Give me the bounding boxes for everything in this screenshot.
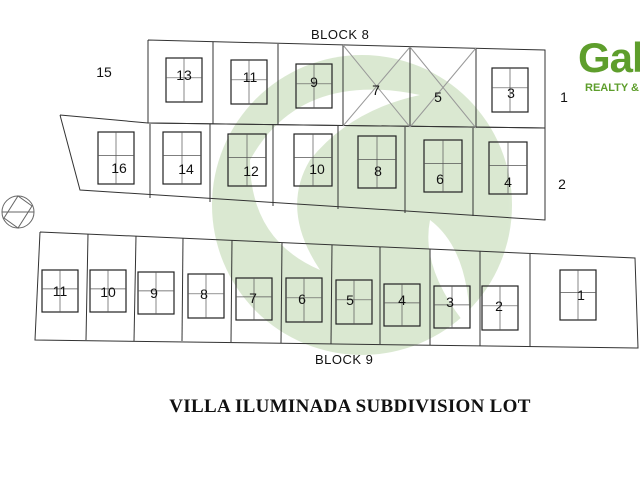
room-partition bbox=[424, 140, 462, 192]
lot-label: 16 bbox=[111, 160, 127, 176]
lot-label: 1 bbox=[577, 287, 585, 303]
block-9-outline bbox=[34, 231, 639, 349]
lot-label: 10 bbox=[309, 161, 325, 177]
room-partition bbox=[434, 286, 470, 328]
block-9-lot-labels: 11 10 9 8 7 6 5 4 3 2 1 bbox=[53, 283, 585, 314]
room-partition bbox=[358, 136, 396, 188]
lot-label: 11 bbox=[53, 283, 68, 299]
room-partition bbox=[489, 142, 527, 194]
room-partition bbox=[294, 134, 332, 186]
room-partition bbox=[231, 60, 267, 104]
lot-label: 14 bbox=[178, 161, 194, 177]
room-partition bbox=[482, 286, 518, 330]
block-8-side-labels: 15 1 2 bbox=[96, 64, 568, 192]
lot-label: 6 bbox=[298, 291, 306, 307]
lot-label: 7 bbox=[372, 82, 380, 98]
room-partition bbox=[42, 270, 78, 312]
block-8-top-lot-labels: 13 11 9 7 5 3 bbox=[176, 67, 515, 105]
watermark-logo bbox=[212, 55, 512, 355]
house-footprints bbox=[41, 57, 597, 331]
room-partition bbox=[90, 270, 126, 312]
block-8-outline bbox=[59, 39, 546, 221]
lot-label: 8 bbox=[374, 163, 382, 179]
lot-label: 9 bbox=[150, 285, 158, 301]
lot-label: 15 bbox=[96, 64, 112, 80]
lot-label: 2 bbox=[495, 298, 503, 314]
room-partition bbox=[98, 132, 134, 184]
room-partition bbox=[492, 68, 528, 112]
lot-label: 6 bbox=[436, 171, 444, 187]
room-partition bbox=[138, 272, 174, 314]
lot-label: 11 bbox=[243, 69, 258, 85]
page-title: VILLA ILUMINADA SUBDIVISION LOT bbox=[169, 396, 531, 417]
lot-label: 13 bbox=[176, 67, 192, 83]
lot-label: 3 bbox=[507, 85, 515, 101]
block-8-label: BLOCK 8 bbox=[311, 27, 370, 42]
company-logo: Gab bbox=[578, 34, 640, 81]
north-arrow-icon bbox=[1, 195, 35, 229]
room-partition bbox=[296, 64, 332, 108]
lot-label: 1 bbox=[560, 89, 568, 105]
lot-label: 7 bbox=[249, 290, 257, 306]
lot-label: 12 bbox=[243, 163, 259, 179]
lot-label: 9 bbox=[310, 74, 318, 90]
room-partition bbox=[166, 58, 202, 102]
room-partition bbox=[228, 134, 266, 186]
room-partition bbox=[286, 278, 322, 322]
lot-label: 8 bbox=[200, 286, 208, 302]
block-8-bottom-lot-labels: 16 14 12 10 8 6 4 bbox=[111, 160, 512, 190]
lot-label: 4 bbox=[398, 292, 406, 308]
room-partition bbox=[384, 284, 420, 326]
lot-label: 10 bbox=[100, 284, 116, 300]
room-partition bbox=[560, 270, 596, 320]
lot-label: 4 bbox=[504, 174, 512, 190]
company-tagline: REALTY & bbox=[585, 82, 639, 94]
room-partition bbox=[336, 280, 372, 324]
lot-label: 3 bbox=[446, 294, 454, 310]
lot-label: 5 bbox=[434, 89, 442, 105]
lot-label: 5 bbox=[346, 292, 354, 308]
block-9-label: BLOCK 9 bbox=[315, 352, 374, 367]
room-partition bbox=[236, 278, 272, 320]
room-partition bbox=[163, 132, 201, 184]
lot-label: 2 bbox=[558, 176, 566, 192]
room-partition bbox=[188, 274, 224, 318]
